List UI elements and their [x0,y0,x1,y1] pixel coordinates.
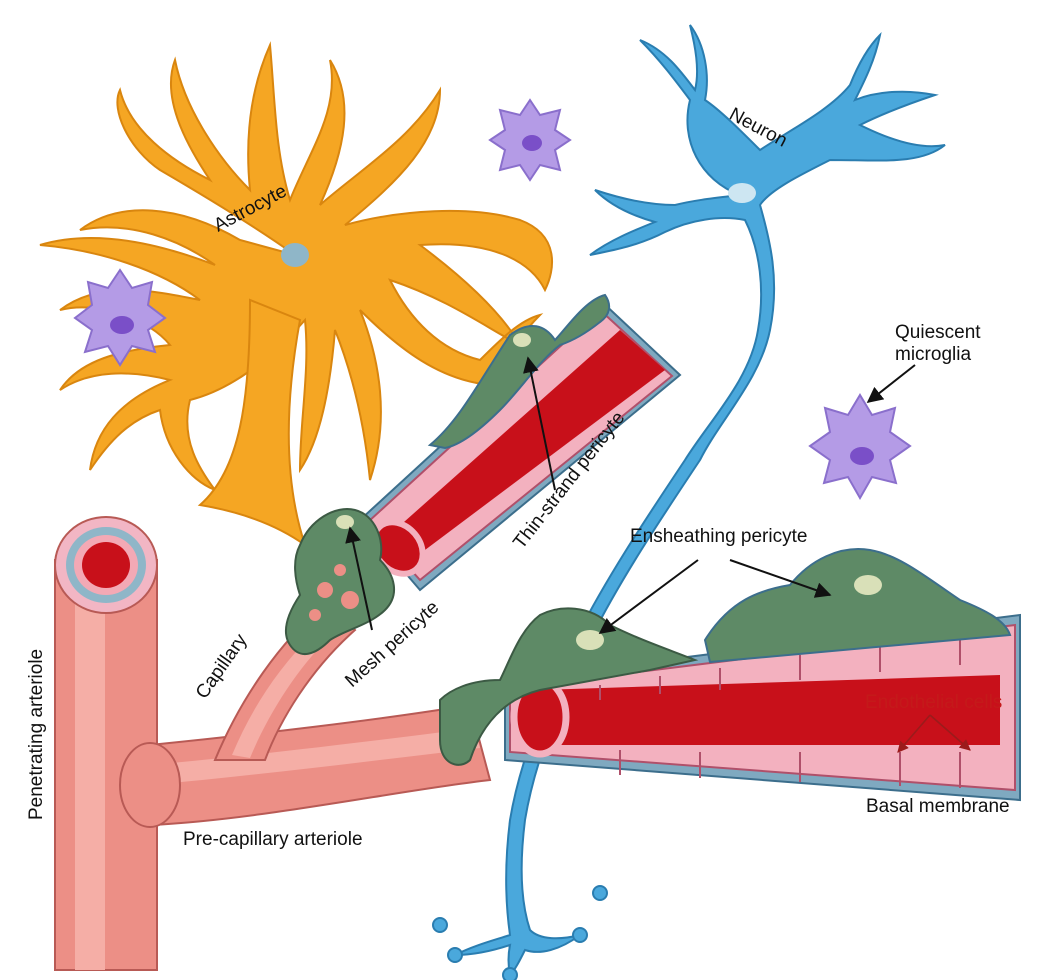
lower-capillary-section [440,549,1020,800]
arrow-quiescent-microglia [868,365,915,402]
microglia-left [75,270,165,365]
label-quiescent-line2: microglia [895,344,971,365]
pre-capillary-arteriole [120,705,490,827]
label-penetrating-arteriole: Penetrating arteriole [26,649,47,820]
label-pre-capillary-arteriole: Pre-capillary arteriole [183,829,363,850]
label-capillary: Capillary [192,630,252,703]
microglia-right [810,395,910,498]
microglia-top [490,100,570,180]
label-ensheathing-pericyte: Ensheathing pericyte [630,526,807,547]
label-endothelial-cells: Endothelial cells [865,692,1002,713]
label-basal-membrane: Basal membrane [866,796,1010,817]
label-quiescent-line1: Quiescent [895,322,981,343]
mesh-pericyte [286,509,394,654]
